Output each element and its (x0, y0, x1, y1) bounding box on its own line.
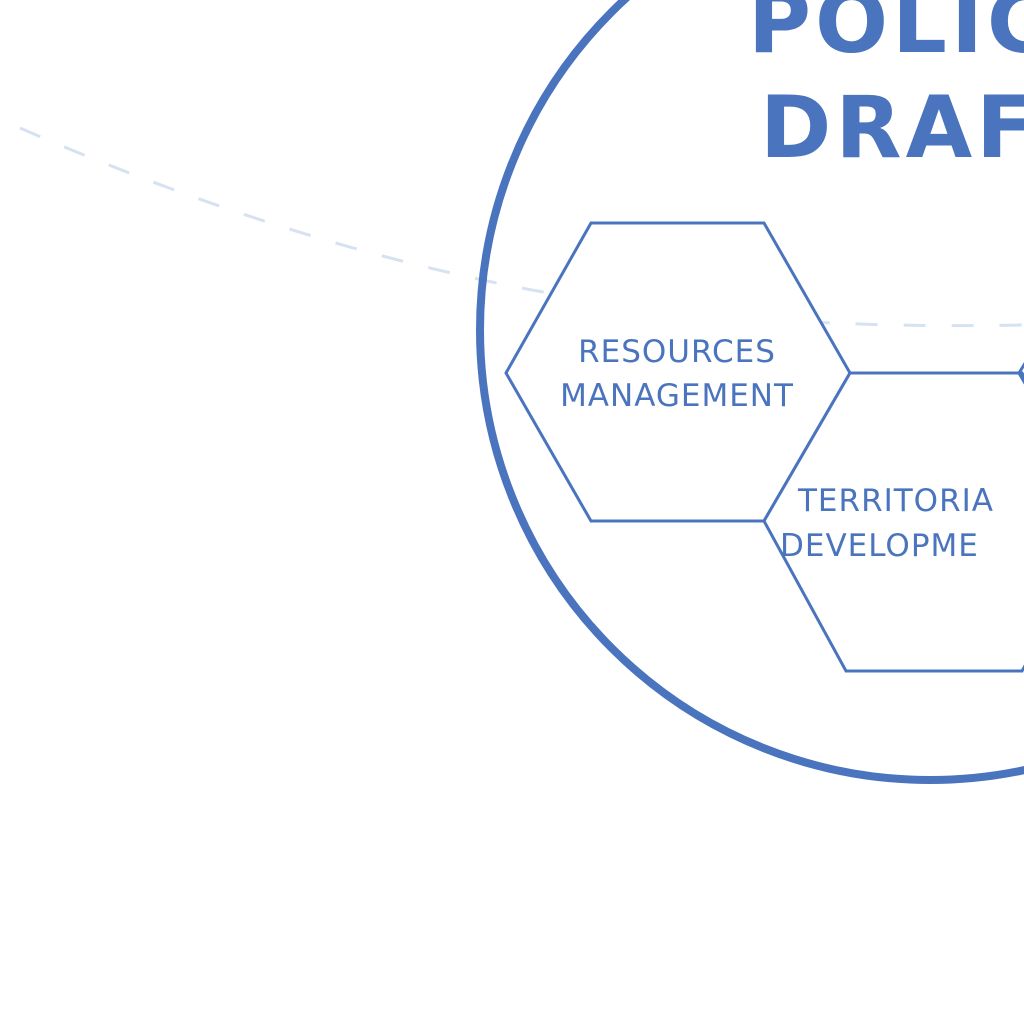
hexagon-2-label-line-1: TERRITORIA (797, 483, 994, 519)
hexagon-2-label-line-2: DEVELOPME (780, 528, 979, 564)
hexagon-partial-edge (1017, 361, 1024, 385)
policy-circle (476, 0, 1024, 784)
hexagon-territorial-development (762, 371, 1024, 673)
hexagon-1-label-line-2: MANAGEMENT (560, 378, 794, 414)
circle-title-line-2: DRAF (760, 78, 1024, 178)
hexagon-1-label-line-1: RESOURCES (578, 334, 776, 370)
circle-title-line-1: POLIC (748, 0, 1024, 73)
